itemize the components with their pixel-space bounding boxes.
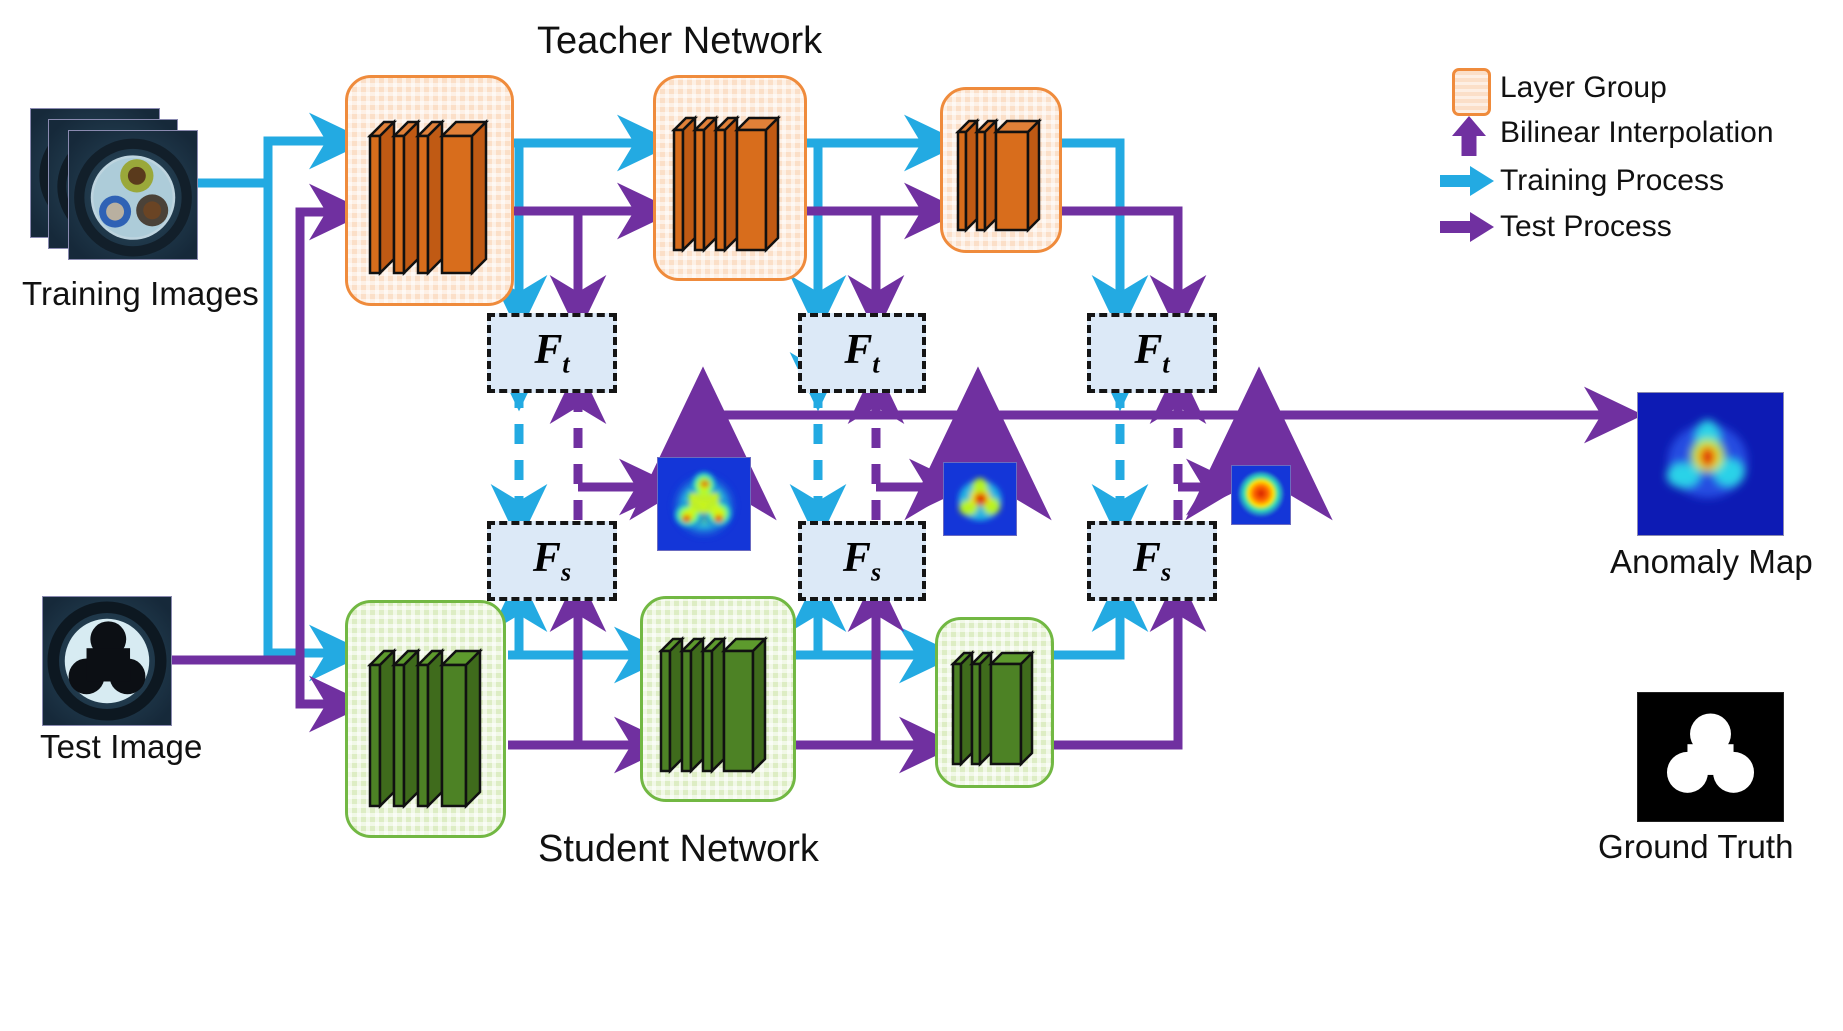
scale-map-3 [1231, 465, 1291, 525]
legend-label-layer-group: Layer Group [1500, 71, 1667, 104]
student-slabs-1 [366, 647, 484, 810]
teacher-slabs-3 [954, 117, 1043, 234]
feature-box-fs-3[interactable]: Fs [1087, 521, 1217, 601]
teacher-slabs-2 [670, 114, 782, 254]
training-images-stack[interactable] [30, 108, 198, 260]
scale-map-1 [657, 457, 751, 551]
training-image-front [68, 130, 198, 260]
legend-layer-group-swatch [1452, 68, 1491, 116]
anomaly-map-label: Anomaly Map [1610, 543, 1813, 580]
student-layer-group-3[interactable] [935, 617, 1054, 788]
ground-truth-label: Ground Truth [1598, 828, 1794, 865]
ft-1-label: Ft [534, 326, 570, 379]
teacher-network-title: Teacher Network [537, 20, 823, 62]
ft-3-label: Ft [1134, 326, 1170, 379]
teacher-layer-group-2[interactable] [653, 75, 807, 281]
scale-map-2 [943, 462, 1017, 536]
legend-label-test-process: Test Process [1500, 210, 1672, 243]
fs-3-label: Fs [1132, 534, 1172, 587]
test-image-label: Test Image [40, 728, 203, 765]
feature-box-ft-1[interactable]: Ft [487, 313, 617, 393]
feature-box-ft-3[interactable]: Ft [1087, 313, 1217, 393]
ground-truth-image [1637, 692, 1784, 822]
legend-label-training-process: Training Process [1500, 164, 1724, 197]
anomaly-map-image [1637, 392, 1784, 536]
feature-box-fs-2[interactable]: Fs [798, 521, 926, 601]
student-layer-group-2[interactable] [640, 596, 796, 802]
ft-2-label: Ft [844, 326, 880, 379]
feature-box-ft-2[interactable]: Ft [798, 313, 926, 393]
fs-1-label: Fs [532, 534, 572, 587]
student-layer-group-1[interactable] [345, 600, 506, 838]
teacher-layer-group-3[interactable] [940, 87, 1062, 253]
teacher-layer-group-1[interactable] [345, 75, 514, 306]
fs-2-label: Fs [842, 534, 882, 587]
feature-box-fs-1[interactable]: Fs [487, 521, 617, 601]
right-arrow-icon-test [1440, 212, 1494, 242]
training-images-label: Training Images [22, 275, 259, 312]
up-arrow-icon [1452, 116, 1486, 156]
test-image[interactable] [42, 596, 172, 726]
legend-label-bilinear-interpolation: Bilinear Interpolation [1500, 116, 1774, 149]
student-slabs-3 [949, 649, 1036, 768]
teacher-slabs-1 [366, 118, 490, 277]
student-network-title: Student Network [538, 828, 819, 870]
student-slabs-2 [657, 635, 769, 775]
right-arrow-icon-training [1440, 166, 1494, 196]
